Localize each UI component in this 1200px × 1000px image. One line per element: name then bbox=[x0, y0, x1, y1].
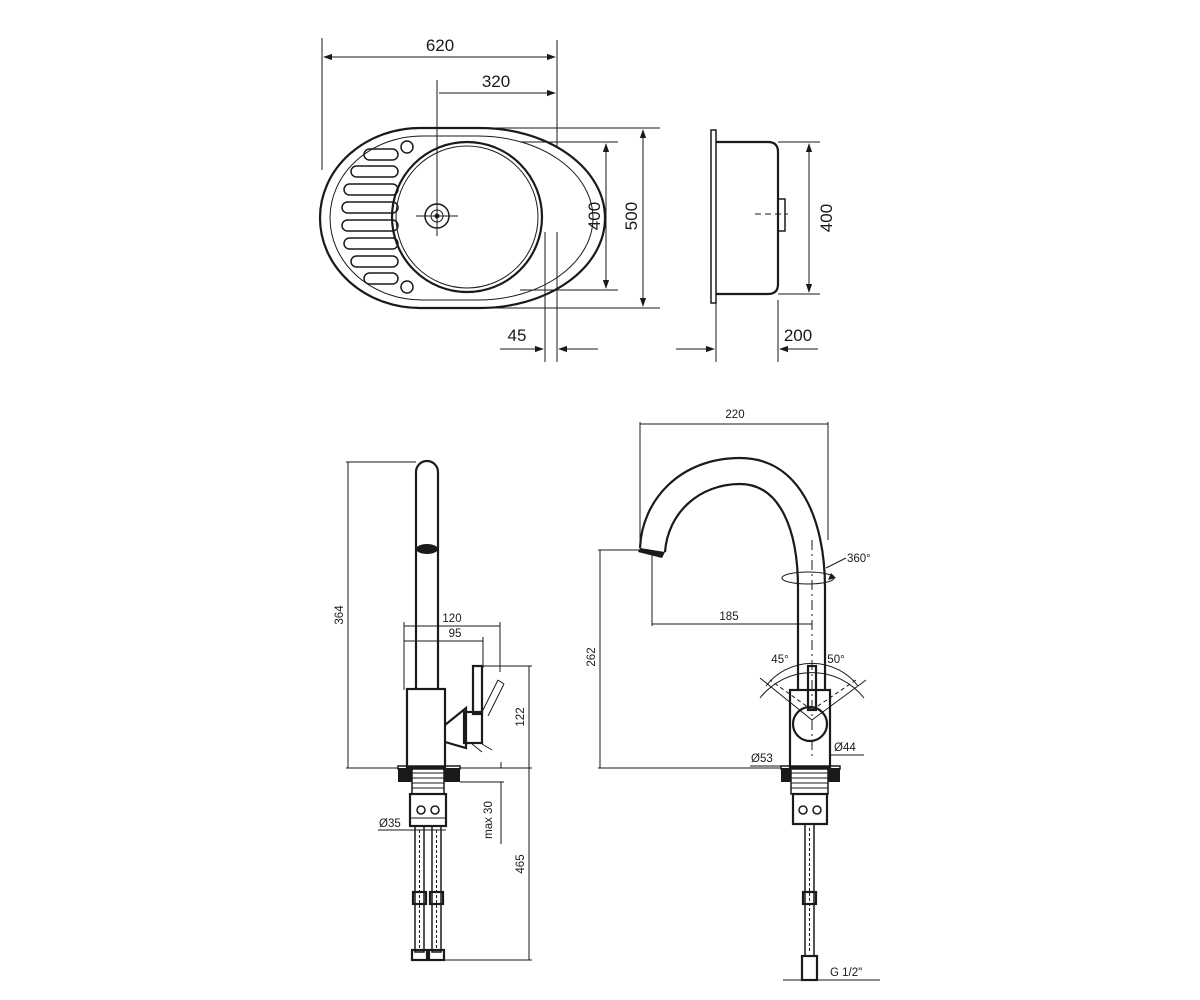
faucet-front-view: 360° 45° 50° bbox=[586, 409, 880, 982]
sink-outlet bbox=[777, 198, 786, 232]
faucet-body-front bbox=[788, 688, 832, 769]
worktop-left bbox=[398, 768, 412, 782]
lever-open-ghost bbox=[471, 679, 505, 753]
spout-outer bbox=[638, 456, 827, 690]
handle-swing-arcs bbox=[759, 662, 867, 721]
sink-flange bbox=[710, 129, 717, 304]
overflow-hole-bottom bbox=[400, 280, 414, 294]
faucet-riser bbox=[414, 459, 440, 690]
overflow-hole-top bbox=[400, 140, 414, 154]
dim-sink-depth: 200 bbox=[784, 326, 812, 345]
fixing-nut bbox=[408, 792, 448, 828]
sink-bowl bbox=[390, 140, 544, 294]
drainboard-ribs bbox=[341, 148, 399, 285]
sink-side-view: 400 200 bbox=[676, 129, 836, 362]
dim-body-reach: 95 bbox=[449, 628, 462, 640]
faucet-side-view: 364 120 95 122 max 30 465 Ø35 bbox=[334, 459, 532, 962]
dim-handle-angle-left: 45° bbox=[771, 654, 788, 666]
threaded-stud bbox=[411, 767, 445, 795]
supply-hoses bbox=[410, 825, 446, 962]
dim-bowl-height: 400 bbox=[817, 204, 836, 232]
worktop-right bbox=[444, 768, 460, 782]
aerator-outlet bbox=[416, 544, 438, 554]
dim-total-height: 364 bbox=[334, 605, 346, 625]
sink-bowl-inner bbox=[395, 145, 539, 289]
dim-spout-inner-reach: 185 bbox=[719, 611, 738, 623]
lever-front bbox=[806, 664, 818, 712]
dim-rotation: 360° bbox=[847, 553, 871, 565]
spout-inner bbox=[663, 482, 800, 690]
sink-inner-rim bbox=[329, 135, 594, 301]
handle-cartridge bbox=[444, 705, 468, 750]
sink-outline bbox=[318, 126, 607, 310]
fixing-nut-front bbox=[791, 792, 829, 826]
faucet-body bbox=[405, 687, 447, 769]
dim-base-diameter-front: Ø53 bbox=[751, 753, 773, 765]
dim-body-diameter: Ø44 bbox=[834, 742, 856, 754]
dim-hose-length: 465 bbox=[515, 854, 527, 873]
sink-bowl-profile bbox=[716, 140, 780, 296]
dim-spout-reach: 220 bbox=[725, 409, 744, 421]
dim-edge-offset: 45 bbox=[508, 326, 527, 345]
dim-thread: G 1/2" bbox=[830, 967, 862, 979]
dim-bowl-offset: 320 bbox=[482, 72, 510, 91]
dim-overall-width: 620 bbox=[426, 36, 454, 55]
sink-top-view: 620 320 400 500 45 bbox=[318, 36, 660, 362]
dim-bowl-diameter: 400 bbox=[585, 202, 604, 230]
dim-base-diameter: Ø35 bbox=[379, 818, 401, 830]
dim-handle-reach: 120 bbox=[442, 613, 461, 625]
dim-handle-angle-right: 50° bbox=[827, 654, 844, 666]
rotation-indicator bbox=[781, 571, 835, 585]
dim-outlet-height: 262 bbox=[586, 647, 598, 666]
lever-handle bbox=[471, 664, 484, 716]
drain-icon bbox=[416, 196, 458, 236]
dim-mount-thickness: max 30 bbox=[483, 801, 495, 839]
dim-body-height: 122 bbox=[515, 707, 527, 726]
handle-knob-front bbox=[791, 705, 829, 743]
dim-overall-depth: 500 bbox=[622, 202, 641, 230]
